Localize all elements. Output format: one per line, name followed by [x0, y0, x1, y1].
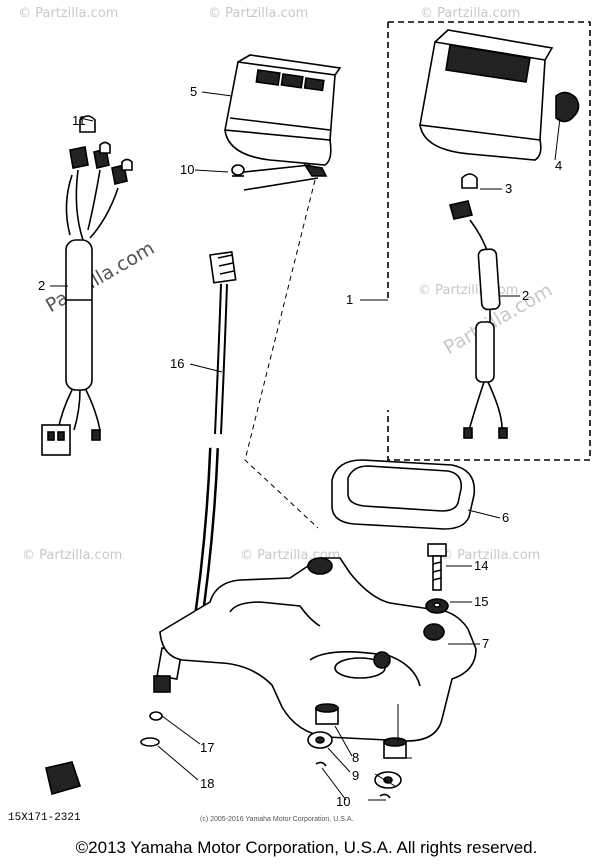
diagram-code: 15X171-2321 [8, 812, 81, 824]
callout-2-left: 2 [38, 278, 46, 293]
watermark: © Partzilla.com [440, 548, 541, 563]
callout-5: 5 [190, 84, 198, 99]
callout-8: 8 [352, 750, 360, 765]
callout-2: 2 [522, 288, 530, 303]
bulb-3 [461, 173, 478, 189]
callout-14: 14 [474, 558, 489, 573]
bolt-14 [427, 543, 447, 591]
washer-18 [140, 737, 160, 747]
callout-11: 10 [180, 162, 195, 177]
watermark: © Partzilla.com [22, 548, 123, 563]
callout-17: 17 [200, 740, 215, 755]
callout-10: 10 [336, 794, 351, 809]
clip-10 [315, 761, 391, 799]
callout-3: 3 [505, 181, 513, 196]
callout-6: 6 [502, 510, 510, 525]
callout-7: 7 [482, 636, 490, 651]
meter-housing-5 [224, 54, 342, 166]
watermark: © Partzilla.com [208, 6, 309, 21]
washer-15 [425, 598, 449, 614]
callout-18: 18 [200, 776, 215, 791]
cushion-6 [331, 459, 476, 530]
socket-wire-2 [448, 200, 508, 439]
bracket-7 [159, 557, 477, 742]
callout-1: 1 [346, 292, 354, 307]
harness-left-2 [41, 141, 133, 456]
callout-9: 9 [352, 768, 360, 783]
callout-4: 4 [555, 158, 563, 173]
assembly-box [387, 21, 591, 461]
washer-17 [149, 711, 163, 721]
callout-16: 16 [170, 356, 185, 371]
watermark: © Partzilla.com [420, 6, 521, 21]
watermark: © Partzilla.com [18, 6, 119, 21]
callout-13: 11 [72, 113, 86, 128]
collar-9 [307, 731, 402, 789]
footer-copyright: ©2013 Yamaha Motor Corporation, U.S.A. A… [75, 838, 538, 857]
meter-unit-4 [419, 29, 580, 161]
callout-15: 15 [474, 594, 489, 609]
damper-8 [315, 703, 407, 759]
screw-11 [231, 164, 245, 177]
fwd-arrow-icon [45, 761, 82, 796]
inner-copyright: (c) 2005-2016 Yamaha Motor Corporation, … [200, 816, 354, 823]
